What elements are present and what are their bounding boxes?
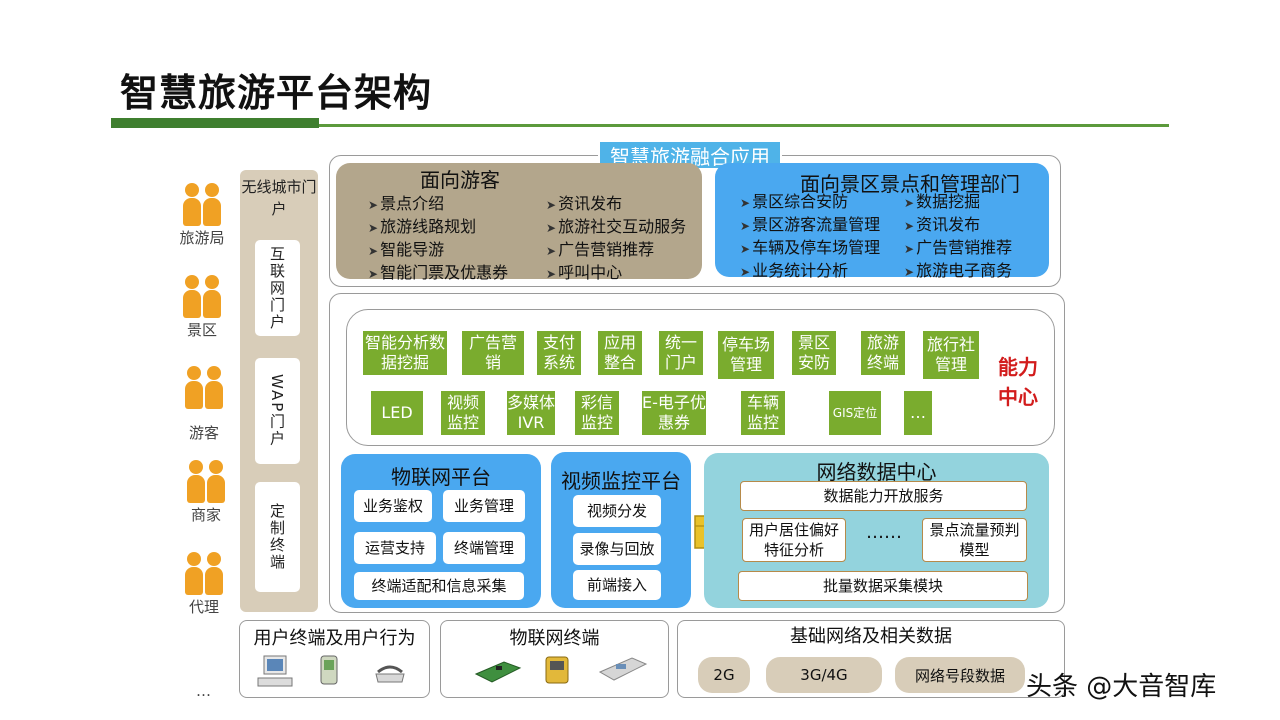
list-item: ➤智能导游	[368, 240, 445, 259]
cap-led: LED	[370, 390, 424, 436]
capability-center-label: 能力中心	[998, 355, 1038, 409]
cap-scenic-security: 景区安防	[791, 330, 837, 376]
more-roles: …	[196, 682, 211, 700]
iot-terminal-title: 物联网终端	[509, 628, 600, 649]
scenic-panel	[715, 163, 1049, 277]
cap-gis: GIS定位	[828, 390, 882, 436]
person-icon	[183, 275, 201, 319]
iot-ops-support: 运营支持	[354, 532, 436, 564]
tourist-panel	[336, 163, 702, 279]
person-icon	[185, 366, 203, 410]
custom-terminal: 定制终端	[255, 482, 300, 592]
list-item: ➤旅游线路规划	[368, 217, 477, 236]
scenic-list-2: ➤数据挖掘 ➤资讯发布 ➤广告营销推荐 ➤旅游电子商务	[904, 191, 1012, 283]
cap-smart-analysis: 智能分析数据挖掘	[362, 330, 448, 376]
person-icon	[207, 460, 225, 504]
video-frontend: 前端接入	[573, 570, 661, 600]
desktop-computer-icon	[257, 655, 293, 687]
cap-unified-portal: 统一门户	[658, 330, 704, 376]
role-label: 旅游局	[179, 229, 225, 247]
iot-terminal-mgmt: 终端管理	[443, 532, 525, 564]
list-item: ➤呼叫中心	[546, 263, 623, 282]
tourist-list-2: ➤资讯发布 ➤旅游社交互动服务 ➤广告营销推荐 ➤呼叫中心	[546, 193, 686, 285]
person-icon	[183, 183, 201, 227]
cap-mms-monitor: 彩信监控	[574, 390, 620, 436]
person-icon	[203, 275, 221, 319]
person-icon	[185, 552, 203, 596]
list-item: ➤景点介绍	[368, 194, 445, 213]
role-label: 景区	[186, 321, 217, 339]
role-tourism-bureau: 旅游局	[172, 183, 232, 248]
net-3g4g: 3G/4G	[766, 657, 882, 693]
watermark: 头条 @大音智库	[1026, 672, 1217, 702]
person-icon	[203, 183, 221, 227]
circuit-board-icon	[474, 661, 522, 683]
page-title: 智慧旅游平台架构	[120, 71, 433, 115]
role-label: 代理	[188, 598, 219, 616]
tourist-panel-title: 面向游客	[420, 168, 500, 192]
role-merchant: 商家	[176, 460, 236, 525]
open-data-service: 数据能力开放服务	[740, 481, 1027, 511]
list-item: ➤旅游社交互动服务	[546, 217, 687, 236]
list-item: ➤资讯发布	[904, 215, 981, 234]
list-item: ➤景区游客流量管理	[740, 215, 881, 234]
list-item: ➤车辆及停车场管理	[740, 238, 881, 257]
person-icon	[205, 366, 223, 410]
user-residence-analysis: 用户居住偏好特征分析	[742, 518, 846, 562]
internet-portal: 互联网门户	[255, 240, 300, 336]
cap-vehicle-monitor: 车辆监控	[740, 390, 786, 436]
iot-service-mgmt: 业务管理	[443, 490, 525, 522]
iot-terminal-adapt: 终端适配和信息采集	[354, 572, 524, 600]
cap-video-monitor: 视频监控	[440, 390, 486, 436]
role-label: 商家	[190, 506, 221, 524]
cap-more: …	[903, 390, 933, 436]
scenic-list-1: ➤景区综合安防 ➤景区游客流量管理 ➤车辆及停车场管理 ➤业务统计分析	[740, 191, 880, 283]
iot-platform-title: 物联网平台	[391, 465, 491, 489]
list-item: ➤旅游电子商务	[904, 261, 1013, 280]
video-distribution: 视频分发	[573, 495, 661, 527]
cap-integration: 应用整合	[597, 330, 643, 376]
user-terminal-title: 用户终端及用户行为	[253, 628, 416, 649]
batch-data-collection: 批量数据采集模块	[738, 571, 1028, 601]
cap-multimedia-ivr: 多媒体IVR	[506, 390, 556, 436]
telephone-icon	[375, 665, 405, 683]
network-data-title: 网络数据中心	[816, 460, 937, 484]
cap-travel-terminal: 旅游终端	[860, 330, 906, 376]
cap-parking: 停车场管理	[717, 330, 775, 380]
video-platform-title: 视频监控平台	[561, 469, 681, 493]
cap-advertising: 广告营销	[461, 330, 525, 376]
portal-title: 无线城市门户	[241, 178, 317, 218]
list-item: ➤智能门票及优惠券	[368, 263, 509, 282]
sensor-device-icon	[598, 657, 648, 681]
tourist-list-1: ➤景点介绍 ➤旅游线路规划 ➤智能导游 ➤智能门票及优惠券	[368, 193, 508, 285]
title-accent-bar	[111, 118, 319, 128]
list-item: ➤业务统计分析	[740, 261, 849, 280]
role-tourist: 游客	[174, 366, 234, 443]
wap-portal: WAP门户	[255, 358, 300, 464]
scenic-panel-title: 面向景区景点和管理部门	[800, 172, 1020, 196]
net-number-segment: 网络号段数据	[895, 657, 1025, 693]
cap-payment: 支付系统	[536, 330, 582, 376]
role-scenic: 景区	[172, 275, 232, 340]
title-underline	[111, 124, 1169, 127]
person-icon	[187, 460, 205, 504]
list-item: ➤资讯发布	[546, 194, 623, 213]
list-item: ➤景区综合安防	[740, 192, 849, 211]
base-network-title: 基础网络及相关数据	[790, 626, 952, 647]
person-icon	[205, 552, 223, 596]
scenic-flow-model: 景点流量预判模型	[922, 518, 1027, 562]
ellipsis: ……	[866, 522, 902, 543]
mobile-phone-icon	[320, 655, 338, 685]
video-recording: 录像与回放	[573, 533, 661, 565]
net-2g: 2G	[698, 657, 750, 693]
list-item: ➤广告营销推荐	[904, 238, 1013, 257]
handheld-device-icon	[545, 656, 569, 684]
list-item: ➤数据挖掘	[904, 192, 981, 211]
iot-auth: 业务鉴权	[354, 490, 432, 522]
role-label: 游客	[188, 424, 219, 442]
cap-travel-agency: 旅行社管理	[922, 330, 980, 380]
role-agent: 代理	[174, 552, 234, 617]
list-item: ➤广告营销推荐	[546, 240, 655, 259]
cap-e-coupon: E-电子优惠券	[641, 390, 707, 436]
